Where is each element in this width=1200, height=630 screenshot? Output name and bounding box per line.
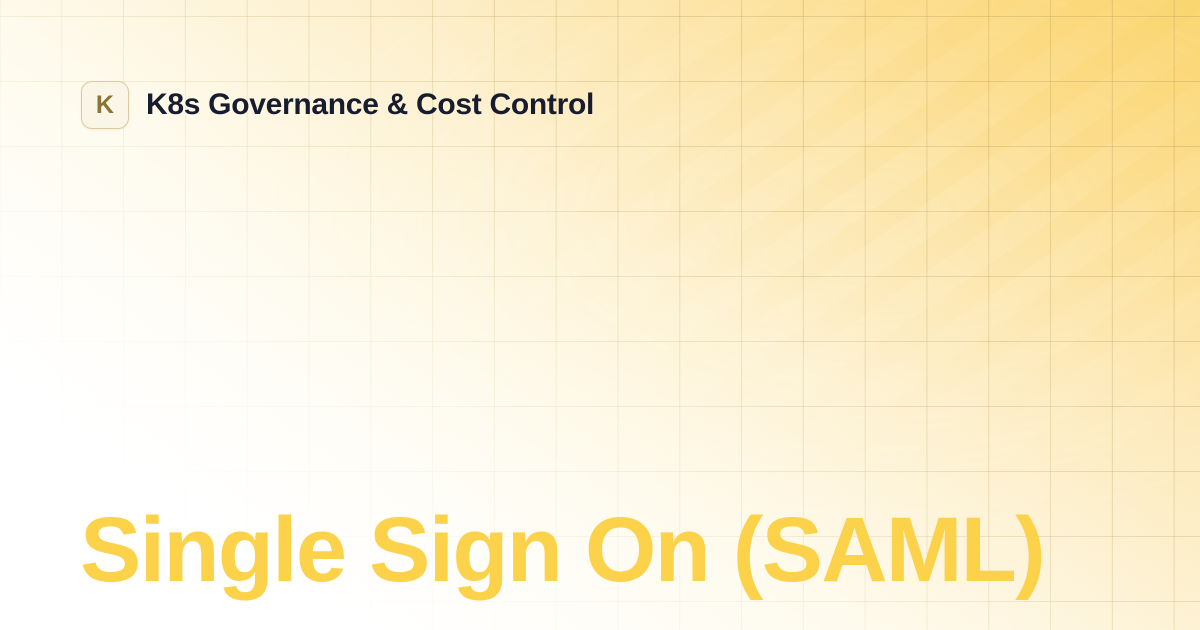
brand-logo-badge: K	[81, 81, 129, 129]
brand-name: K8s Governance & Cost Control	[146, 88, 595, 121]
page-title: Single Sign On (SAML)	[80, 498, 1046, 601]
brand-logo-letter: K	[95, 90, 115, 119]
brand-header: K K8s Governance & Cost Control	[81, 81, 594, 129]
